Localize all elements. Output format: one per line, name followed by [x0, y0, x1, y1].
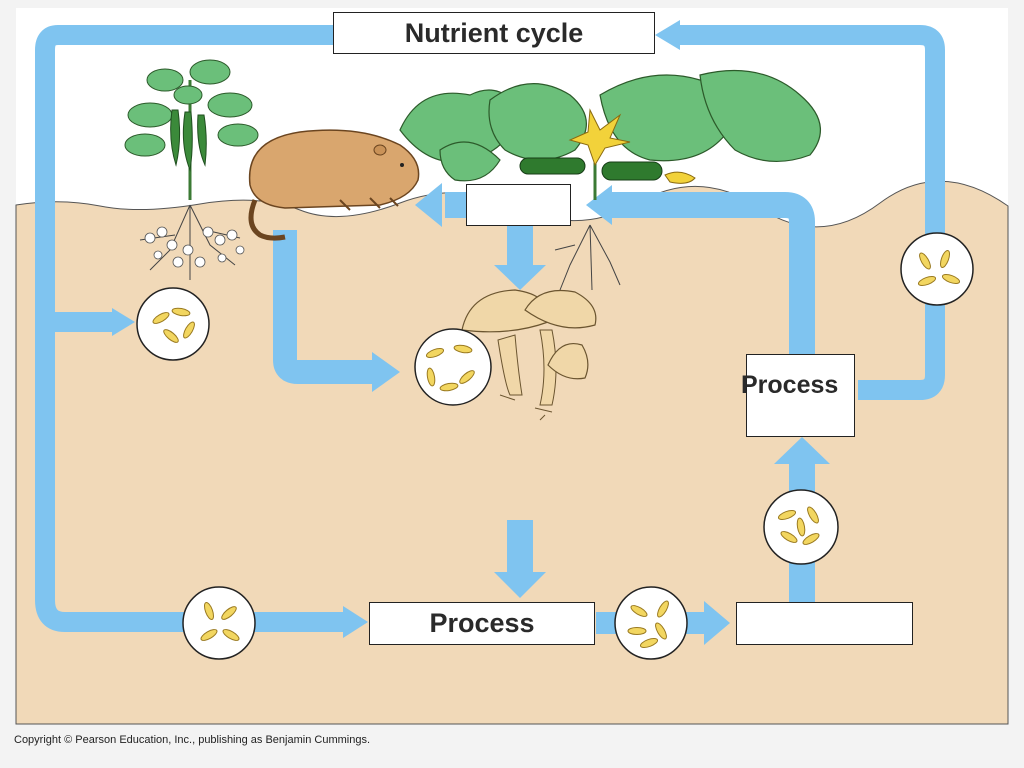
diagram-title: Nutrient cycle	[333, 12, 655, 54]
bacteria-icon	[900, 232, 974, 306]
bean-plant-icon	[124, 59, 259, 280]
mushrooms-icon	[461, 289, 597, 421]
bottom-blank-label-box	[736, 602, 913, 645]
process-to-plant-arrow	[610, 192, 815, 354]
bacteria-icon	[182, 586, 256, 660]
bacteria-icon	[136, 287, 210, 361]
bacteria-icon	[614, 586, 688, 660]
animal-to-decomposer-arrow	[273, 230, 380, 384]
bacteria-circles	[136, 232, 974, 660]
right-loop-arrow	[680, 25, 945, 400]
bacteria-icon	[763, 489, 839, 565]
squash-plant-icon	[399, 69, 821, 291]
bacteria-icon	[414, 328, 492, 406]
right-process-label: Process	[741, 354, 855, 437]
right-process-text: Process	[741, 371, 839, 399]
copyright-text: Copyright © Pearson Education, Inc., pub…	[14, 734, 371, 746]
bottom-process-label: Process	[369, 602, 595, 645]
gopher-icon	[248, 129, 420, 241]
top-blank-label-box	[466, 184, 571, 226]
arrow-heads	[112, 20, 830, 645]
